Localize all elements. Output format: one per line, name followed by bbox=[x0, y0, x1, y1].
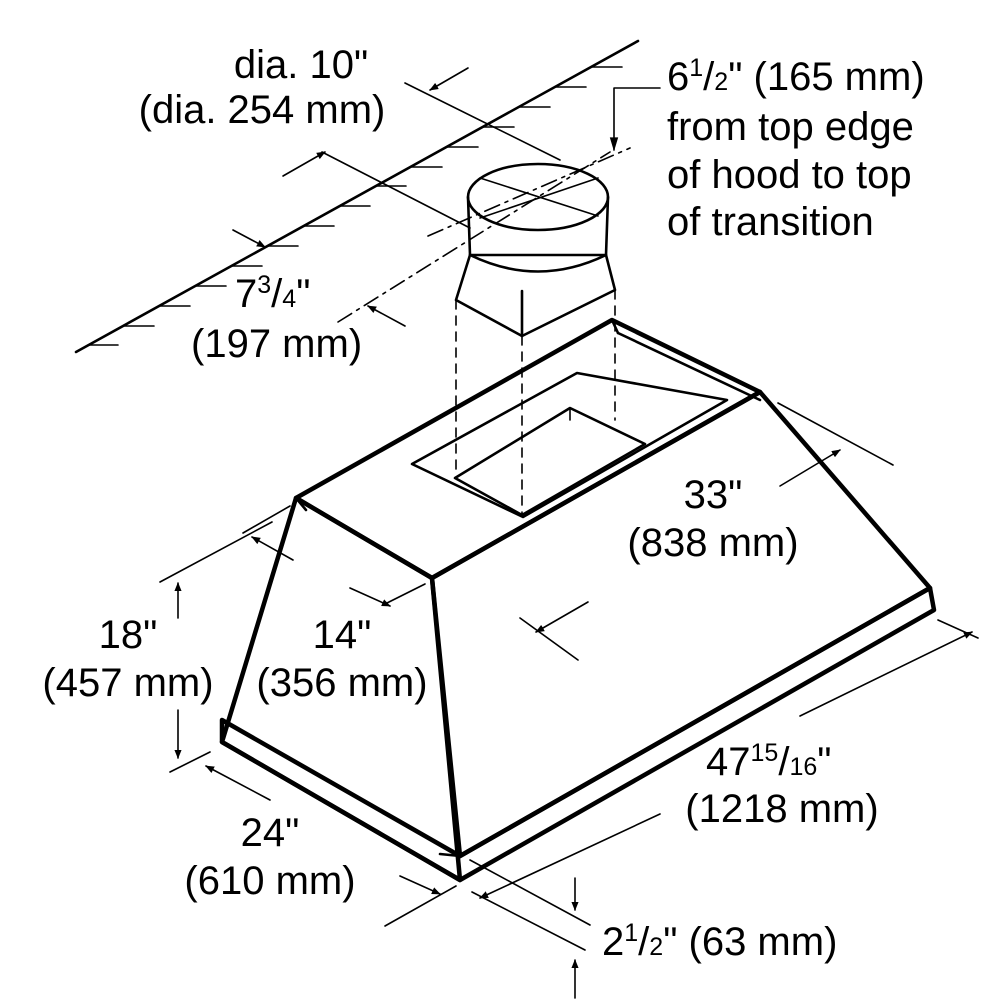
hood-top-opening bbox=[410, 371, 729, 519]
depth-metric-label: (838 mm) bbox=[627, 521, 798, 565]
range-hood bbox=[219, 317, 937, 883]
height-metric-label: (457 mm) bbox=[42, 661, 213, 705]
top-width-metric-label: (356 mm) bbox=[256, 661, 427, 705]
ceiling-hatching bbox=[87, 66, 623, 346]
transition-offset-label-line2: from top edge bbox=[667, 105, 914, 149]
width-label: 4715/16" bbox=[706, 739, 831, 784]
height-dimension bbox=[159, 521, 273, 773]
duct-diameter-label: dia. 10" bbox=[234, 43, 368, 87]
top-width-label: 14" bbox=[313, 613, 372, 657]
front-depth-label: 24" bbox=[241, 811, 300, 855]
height-label: 18" bbox=[99, 613, 158, 657]
transition-offset-label-line3: of hood to top bbox=[667, 153, 912, 197]
duct-transition bbox=[454, 162, 617, 516]
depth-dimension bbox=[519, 402, 894, 661]
wall-offset-label: 73/4" bbox=[235, 271, 310, 316]
lip-height-label: 21/2" (63 mm) bbox=[602, 919, 837, 964]
depth-label: 33" bbox=[684, 473, 743, 517]
transition-offset-label-line4: of transition bbox=[667, 200, 874, 244]
front-depth-dimension bbox=[205, 765, 457, 927]
front-depth-metric-label: (610 mm) bbox=[184, 859, 355, 903]
hood-duct-opening bbox=[453, 406, 647, 517]
wall-offset-metric-label: (197 mm) bbox=[191, 322, 362, 366]
width-dimension bbox=[471, 619, 979, 951]
transition-offset-label-line1: 61/2" (165 mm) bbox=[667, 54, 925, 99]
width-metric-label: (1218 mm) bbox=[685, 787, 878, 831]
ceiling-line bbox=[74, 39, 640, 354]
duct-diameter-dimension bbox=[282, 67, 561, 229]
duct-diameter-metric-label: (dia. 254 mm) bbox=[139, 88, 386, 132]
lip-height-dimension bbox=[469, 859, 591, 999]
wall-offset-dimension bbox=[232, 151, 611, 327]
transition-offset-dimension bbox=[427, 87, 661, 237]
top-width-dimension bbox=[242, 505, 426, 607]
